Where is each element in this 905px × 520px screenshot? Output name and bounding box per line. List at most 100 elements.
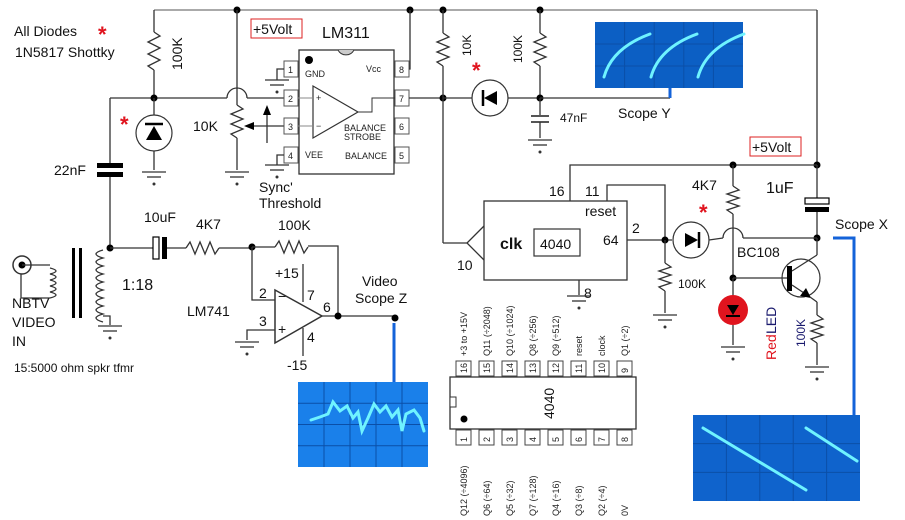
- bc108-label: BC108: [737, 244, 780, 260]
- scope-x-trace-image: [693, 415, 860, 501]
- resistor-100k-top: 100K: [146, 10, 185, 98]
- svg-text:10: 10: [457, 257, 473, 273]
- potentiometer-sync-threshold: 10K Sync' Threshold: [193, 10, 321, 211]
- pin-number: 9: [620, 368, 630, 373]
- svg-text:8: 8: [584, 285, 592, 301]
- pin-function: +3 to +15V: [459, 312, 469, 356]
- pin-number: 7: [597, 437, 607, 442]
- pin-function: Q9 (÷512): [551, 316, 561, 356]
- svg-text:10uF: 10uF: [144, 209, 176, 225]
- scope-y-trace-image: [595, 22, 746, 88]
- resistor-100k-top-label: 100K: [169, 37, 185, 70]
- plus5v-label-right: +5Volt: [749, 136, 802, 157]
- diode-star-note: *: [98, 22, 107, 47]
- svg-text:BALANCE: BALANCE: [345, 151, 387, 161]
- pin-number: 5: [551, 437, 561, 442]
- svg-text:1: 1: [288, 65, 293, 75]
- pin-number: 2: [482, 437, 492, 442]
- schottky-diode-reset: [672, 221, 724, 259]
- pin-number: 12: [551, 363, 561, 373]
- chip-4040-bottom-pin: 4Q7 (÷128): [524, 429, 541, 516]
- pin-function: Q5 (÷32): [505, 481, 515, 516]
- pin-function: Q6 (÷64): [482, 481, 492, 516]
- svg-text:4040: 4040: [540, 236, 571, 252]
- svg-text:6: 6: [323, 299, 331, 315]
- transformer-label: 15:5000 ohm spkr tfmr: [14, 361, 134, 375]
- svg-text:16: 16: [549, 183, 565, 199]
- pin-function: Q3 (÷8): [574, 486, 584, 516]
- svg-text:IN: IN: [12, 333, 26, 349]
- resistor-10k-pullup: 10K: [435, 10, 474, 98]
- chip-4040-bottom-pin: 6 Q3 (÷8): [570, 429, 587, 516]
- schottky-diode-ramp: [443, 79, 540, 117]
- chip-4040-bottom-pin: 80V: [616, 429, 633, 516]
- svg-text:+: +: [278, 321, 286, 337]
- lm311-label: LM311: [322, 25, 370, 42]
- svg-text:Video: Video: [362, 273, 398, 289]
- svg-text:1:18: 1:18: [122, 277, 153, 294]
- pin-function: Q10 (÷1024): [505, 306, 515, 356]
- chip-4040-top-pin: 12 Q9 (÷512): [547, 316, 564, 377]
- video-scope-z-label: Scope Z: [355, 290, 408, 306]
- scope-x-trace: [701, 426, 808, 492]
- pin-function: reset: [574, 335, 584, 356]
- scope-z-trace-image: [298, 382, 428, 467]
- svg-text:VEE: VEE: [305, 150, 323, 160]
- capacitor-1uf: 1uF: [766, 165, 830, 238]
- pin-function: Q7 (÷128): [528, 476, 538, 516]
- svg-text:100K: 100K: [511, 35, 525, 63]
- svg-text:clk: clk: [500, 236, 522, 253]
- svg-text:3: 3: [259, 313, 267, 329]
- svg-text:-15: -15: [287, 357, 307, 373]
- transistor-bc108: 100K: [733, 238, 830, 382]
- chip-4040-bottom-pin: 3 Q5 (÷32): [501, 429, 518, 516]
- svg-text:7: 7: [399, 94, 404, 104]
- chip-4040-top-pin: 9 Q1 (÷2): [616, 326, 633, 377]
- scope-y-label: Scope Y: [618, 105, 671, 121]
- red-led: Red LED: [718, 278, 779, 362]
- nbtv-input-jack: [12, 255, 57, 299]
- svg-text:4K7: 4K7: [196, 216, 221, 232]
- diodes-note-type: 1N5817 Shottky: [15, 44, 115, 60]
- pin-number: 11: [574, 364, 584, 373]
- pin-function: Q12 (÷4096): [459, 466, 469, 516]
- svg-text:+: +: [316, 93, 321, 103]
- svg-text:2: 2: [259, 285, 267, 301]
- pin-number: 8: [620, 437, 630, 442]
- scope-y-trace: [602, 32, 652, 79]
- svg-text:10K: 10K: [460, 35, 474, 56]
- chip-4040-top-pin: 13 Q8 (÷256): [524, 316, 541, 377]
- svg-text:STROBE: STROBE: [344, 132, 381, 142]
- svg-text:GND: GND: [305, 69, 326, 79]
- svg-text:64: 64: [603, 232, 619, 248]
- pin-number: 16: [459, 363, 469, 373]
- svg-text:Vcc: Vcc: [366, 64, 382, 74]
- capacitor-10uf: 10uF: [110, 209, 186, 260]
- svg-text:100K: 100K: [794, 319, 808, 347]
- svg-text:Red: Red: [763, 334, 779, 360]
- counter-4040-block: clk 4040 reset 64 16 11 10 2 8: [457, 183, 666, 311]
- pin-number: 6: [574, 437, 584, 442]
- pin-number: 13: [528, 363, 538, 373]
- svg-text:8: 8: [399, 65, 404, 75]
- scope-x-trace: [804, 426, 859, 463]
- chip-4040-top-pin: 11 reset: [570, 335, 587, 377]
- pin-function: Q8 (÷256): [528, 316, 538, 356]
- pin-function: Q1 (÷2): [620, 326, 630, 356]
- diode-star-ramp: *: [472, 58, 481, 83]
- cap-22nf-label: 22nF: [54, 162, 86, 178]
- svg-text:3: 3: [288, 122, 293, 132]
- pin-function: clock: [597, 335, 607, 356]
- chip-4040-bottom-pin: 2 Q6 (÷64): [478, 429, 495, 516]
- pin-number: 3: [505, 437, 515, 442]
- scope-y-trace: [696, 32, 746, 79]
- svg-text:+5Volt: +5Volt: [752, 139, 791, 155]
- scope-z-trace: [309, 399, 426, 436]
- plus5v-label-top: +5Volt: [250, 18, 303, 39]
- svg-text:reset: reset: [585, 203, 616, 219]
- svg-text:LED: LED: [763, 307, 779, 334]
- svg-text:100K: 100K: [678, 277, 706, 291]
